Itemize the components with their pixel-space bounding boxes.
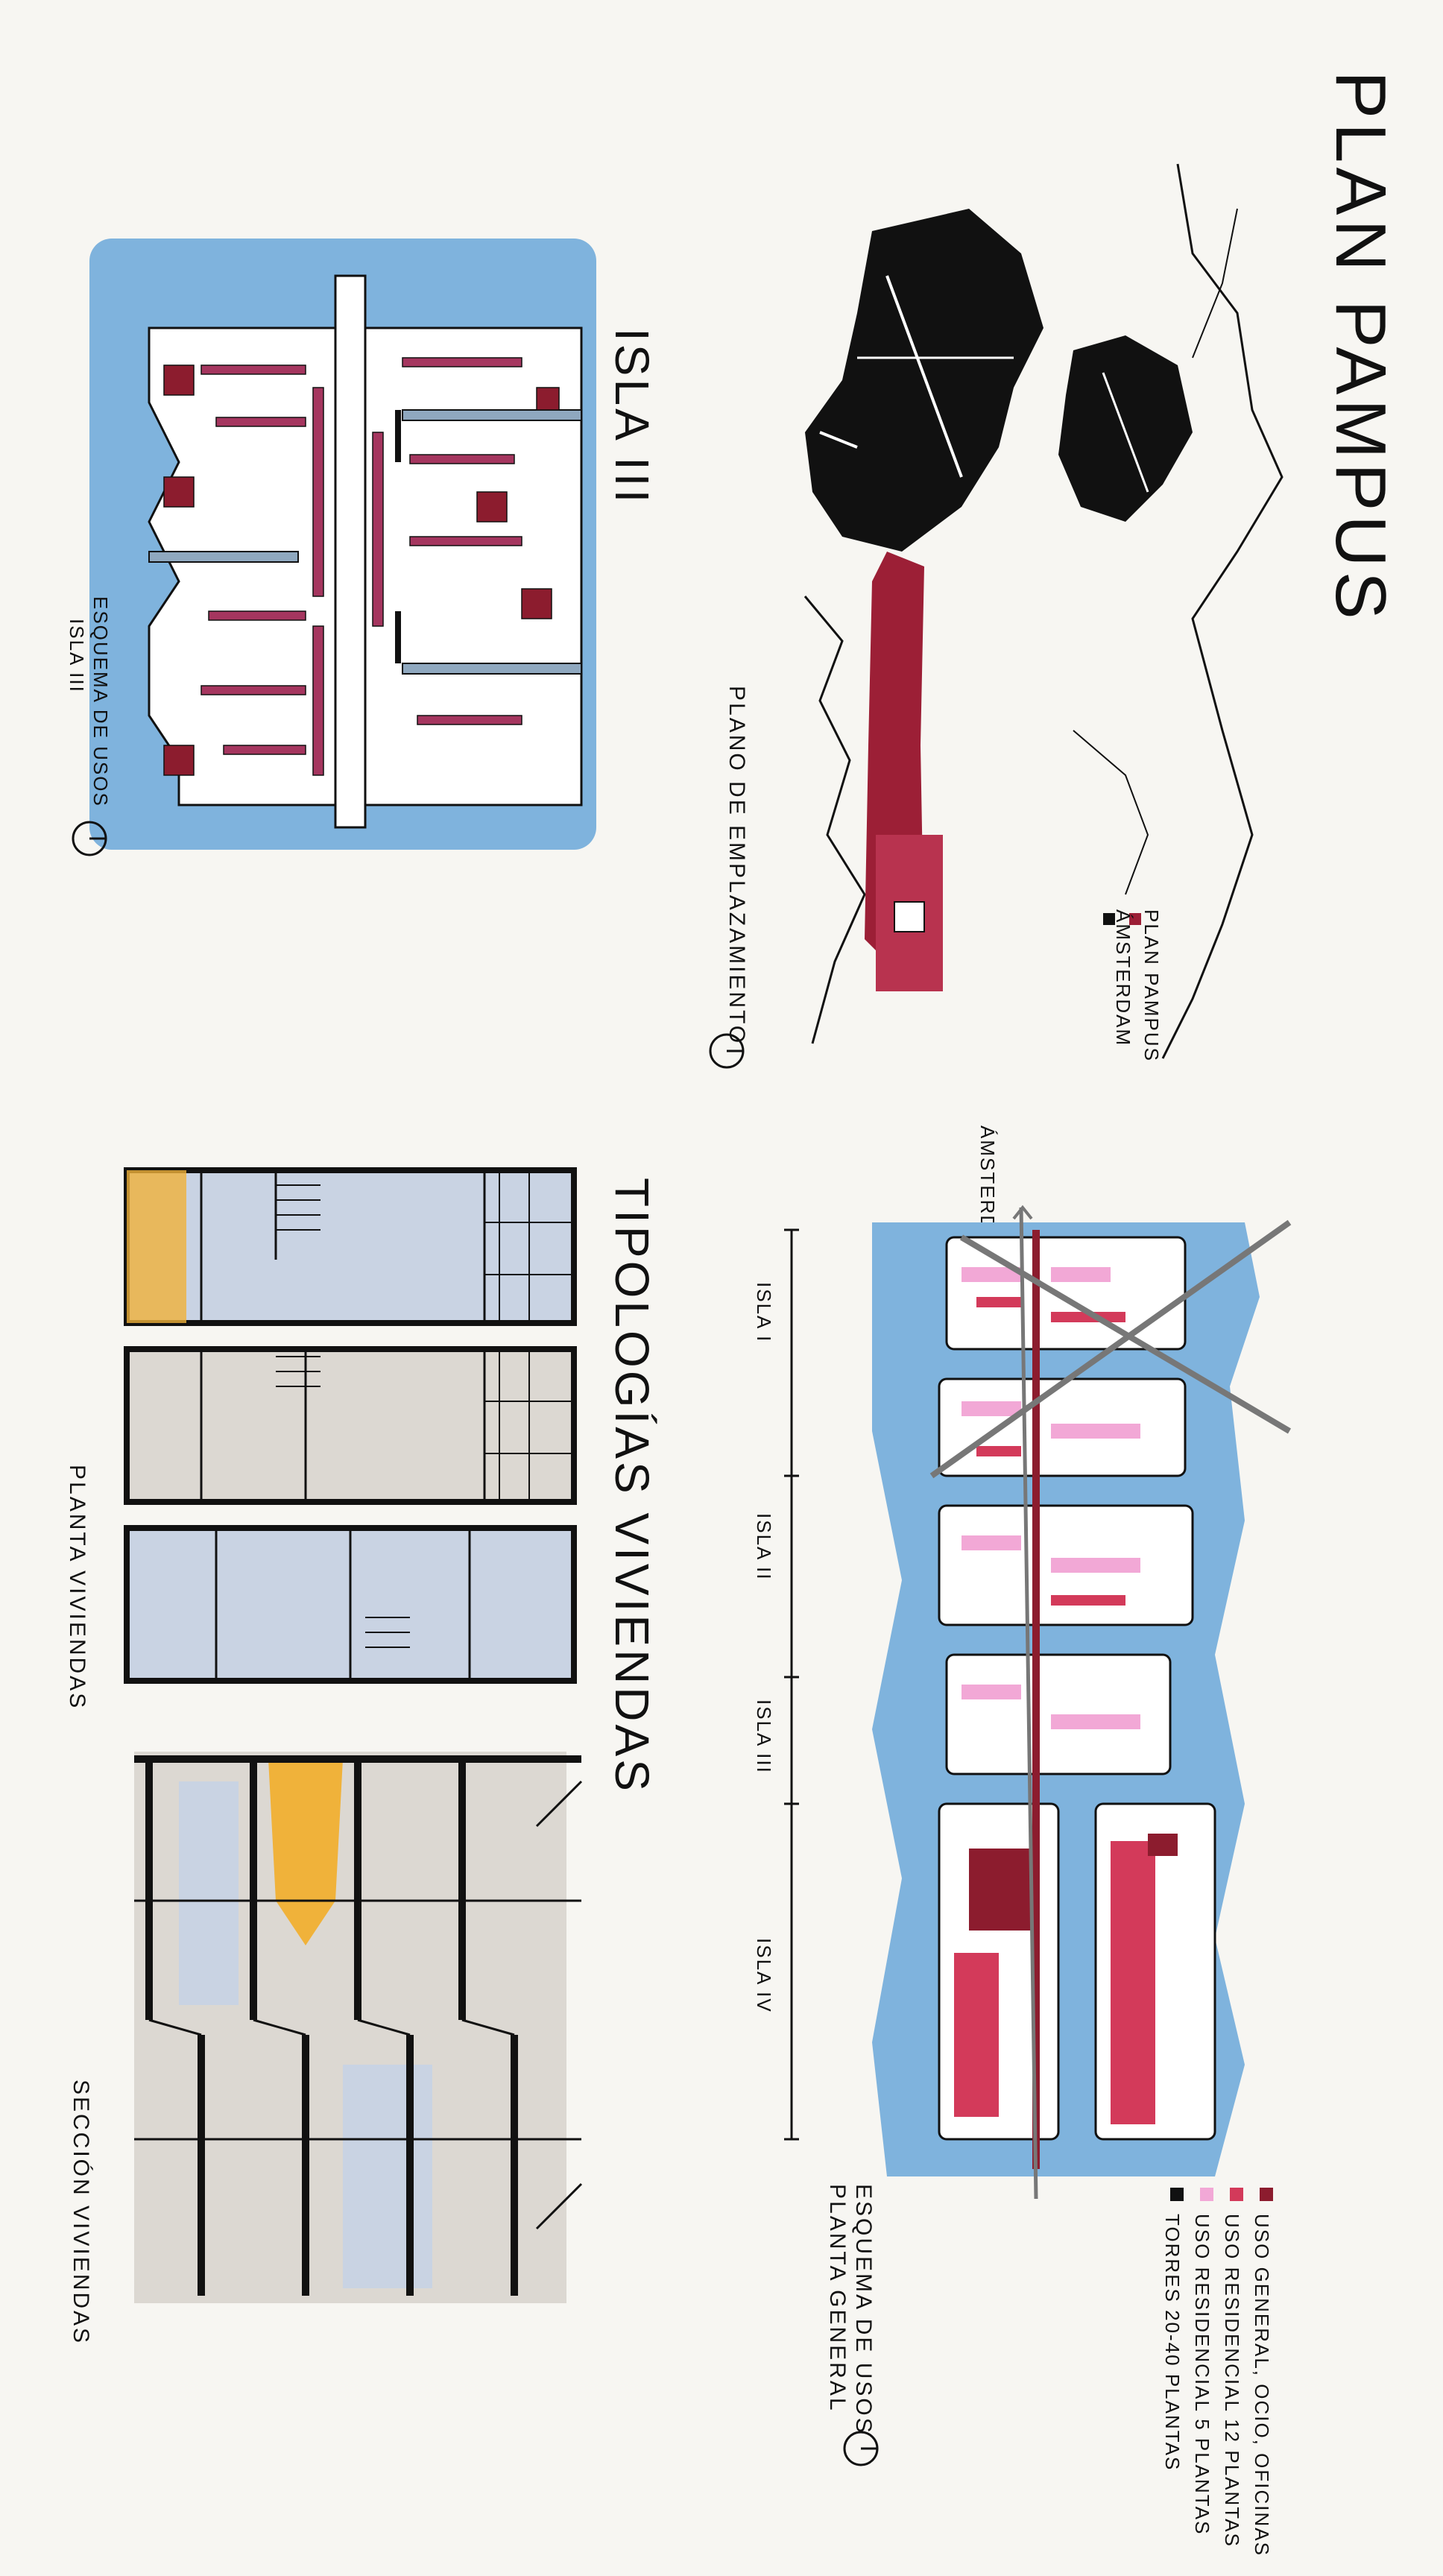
plan-viviendas-caption: PLANTA VIVIENDAS [65,1465,89,1711]
isla3-drawing [89,239,596,850]
house-section-drawing [134,1752,583,2303]
island-label-3: ISLA III [753,1699,775,1774]
legend-label-amsterdam: ÁMSTERDAM [1112,909,1134,1047]
legend-swatch-general [1260,2188,1273,2201]
site-plan-caption: PLANO DE EMPLAZAMIENTO [724,686,749,1046]
isla3-caption-line2: ISLA III [66,619,88,693]
legend-swatch-towers [1170,2188,1184,2201]
isla3-title: ISLA III [605,328,659,506]
legend-swatch [1129,913,1141,925]
legend-label-plan-pampus: PLAN PAMPUS [1140,909,1163,1063]
legend-swatch-res5 [1200,2188,1213,2201]
north-arrow-icon [72,821,107,856]
legend-swatch-res12 [1230,2188,1243,2201]
legend-label-towers: TORRES 20-40 PLANTAS [1161,2214,1184,2472]
legend-label-res12: USO RESIDENCIAL 12 PLANTAS [1221,2214,1243,2548]
site-plan-drawing [803,163,1283,1059]
north-arrow-icon [709,1033,745,1069]
legend-label-general: USO GENERAL, OCIO, OFICINAS [1251,2214,1273,2557]
island-label-2: ISLA II [753,1513,775,1581]
island-label-1: ISLA I [753,1282,775,1343]
house-plans-drawing [124,1167,577,1684]
site-plan: PLAN PAMPUS ÁMSTERDAM [775,163,1297,1062]
legend-swatch [1103,913,1115,925]
island-division-line [784,1228,799,2141]
seccion-viviendas-caption: SECCIÓN VIVIENDAS [69,2080,93,2346]
island-label-4: ISLA IV [753,1938,775,2013]
isla3-caption-line1: ESQUEMA DE USOS [89,596,112,807]
isla3-plan [89,239,611,857]
tipologias-title: TIPOLOGÍAS VIVIENDAS [605,1178,659,1794]
legend-label-res5: USO RESIDENCIAL 5 PLANTAS [1191,2214,1213,2536]
general-plan-caption-line2: PLANTA GENERAL [825,2184,850,2413]
general-plan-caption-line1: ESQUEMA DE USOS [851,2184,876,2435]
north-arrow-icon [843,2431,879,2466]
page-title: PLAN PAMPUS [1321,71,1401,624]
general-plan-drawing [872,1205,1292,2200]
